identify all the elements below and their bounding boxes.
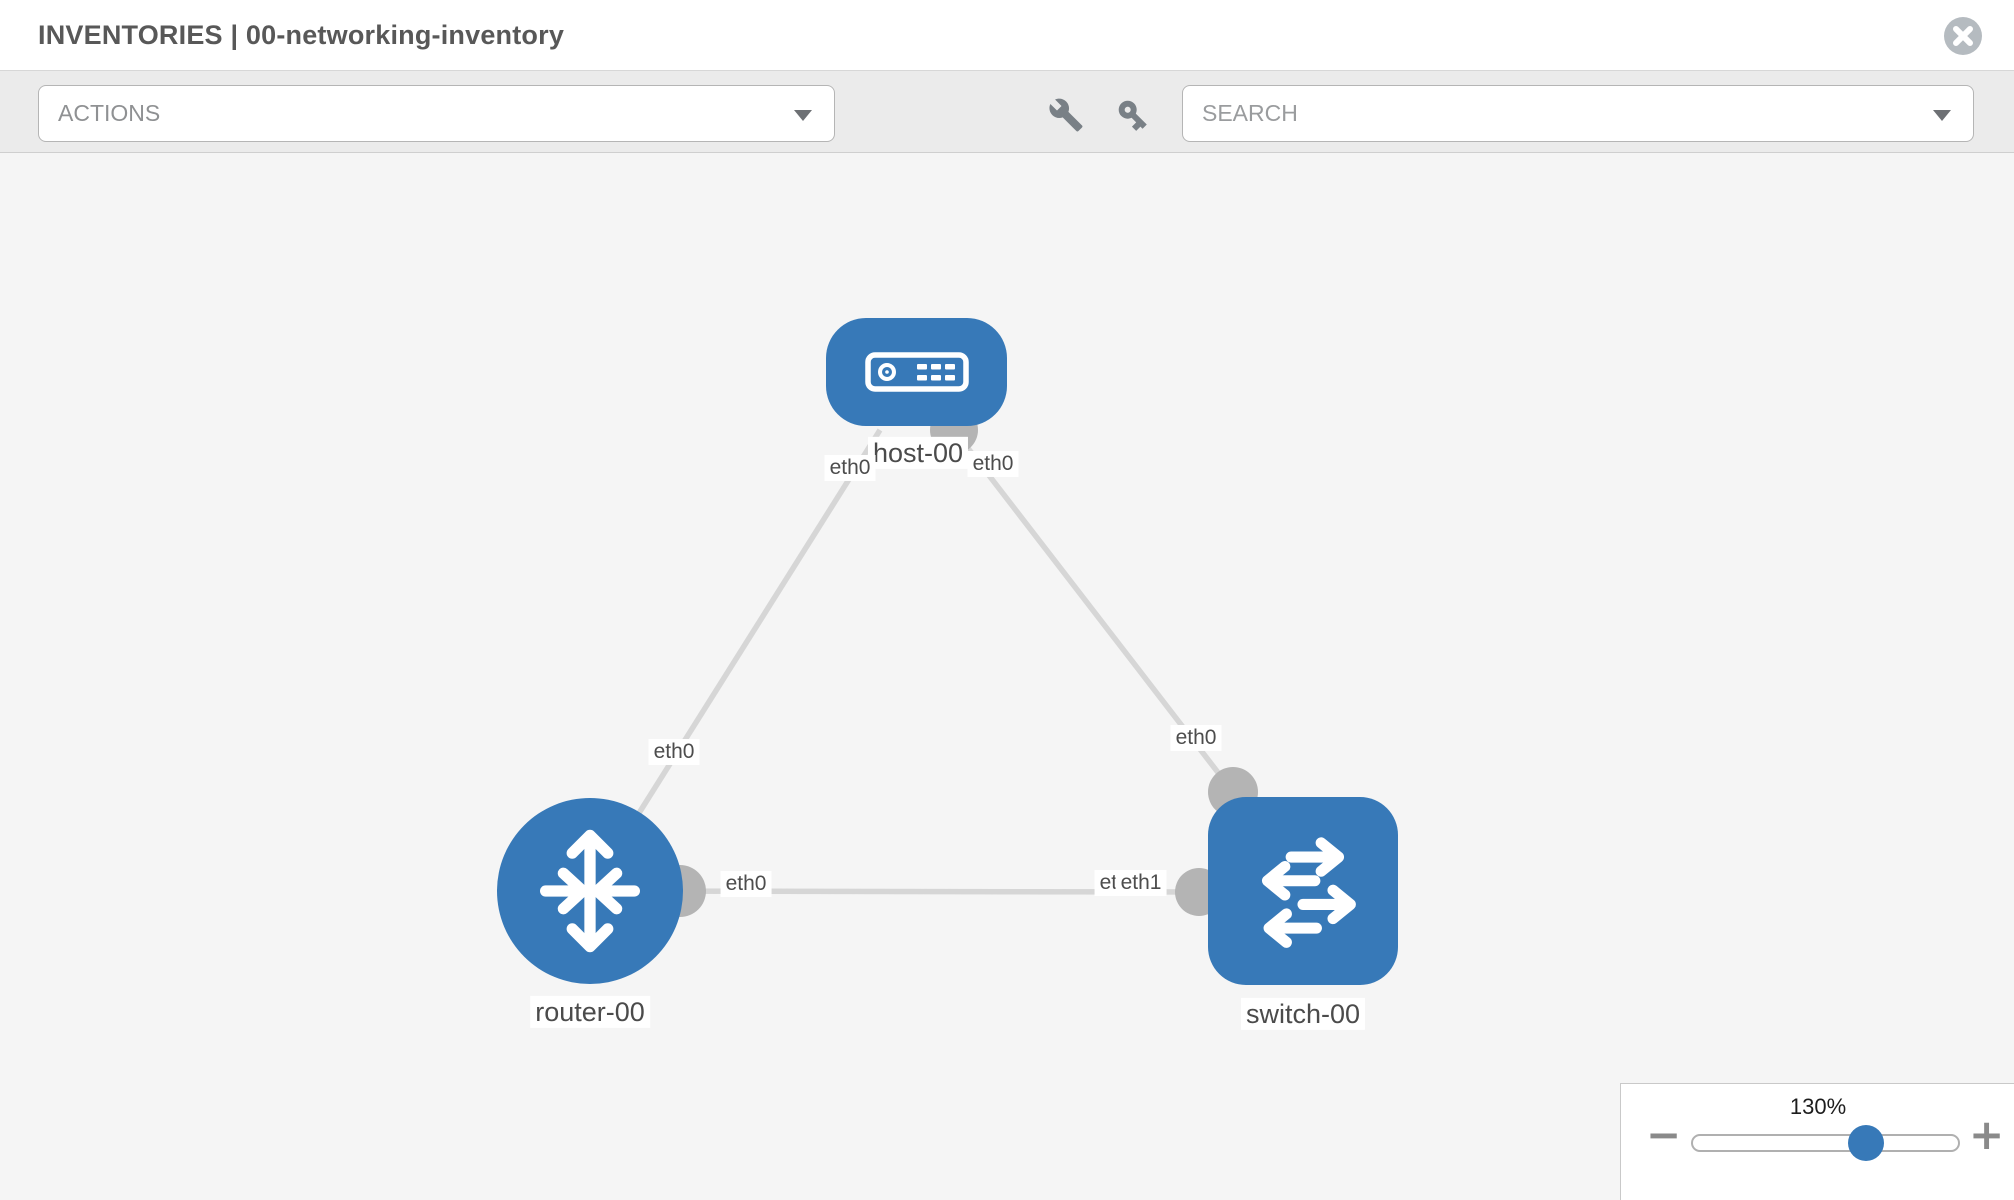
wrench-icon: [1049, 98, 1083, 132]
zoom-slider-handle[interactable]: [1848, 1125, 1884, 1161]
zoom-control-panel: 130% − +: [1620, 1083, 2014, 1200]
node-label-host: host-00: [867, 436, 969, 470]
interface-label-router-eth0: eth0: [720, 870, 772, 898]
switch-icon: [1261, 837, 1356, 948]
toolbar: ACTIONS: [0, 71, 2014, 153]
host-icon: [864, 352, 969, 392]
close-button[interactable]: [1943, 16, 1983, 56]
router-icon: [540, 829, 640, 953]
credentials-button[interactable]: [1115, 97, 1151, 133]
interface-label-switch-eth0: eth0: [1170, 724, 1222, 752]
topology-canvas[interactable]: host-00 router-00 switch-00 eth0 eth0 et…: [0, 153, 2014, 1200]
node-label-router: router-00: [530, 995, 650, 1029]
node-switch-00[interactable]: [1208, 797, 1398, 985]
search-dropdown[interactable]: [1182, 85, 1974, 142]
node-host-00[interactable]: [826, 318, 1007, 426]
page-title: INVENTORIES | 00-networking-inventory: [38, 20, 565, 50]
configure-button[interactable]: [1048, 97, 1084, 133]
chevron-down-icon: [794, 110, 812, 121]
node-label-switch: switch-00: [1240, 997, 1366, 1031]
search-input[interactable]: [1202, 86, 1902, 140]
topology-links-layer: [587, 406, 1258, 917]
zoom-slider-track[interactable]: [1691, 1125, 1960, 1161]
chevron-down-icon: [1933, 110, 1951, 121]
zoom-out-button[interactable]: −: [1646, 1110, 1682, 1159]
zoom-in-button[interactable]: +: [1969, 1110, 2005, 1159]
interface-label-router-eth0-uplink: eth0: [648, 738, 700, 766]
interface-label-host-eth0-left: eth0: [824, 454, 876, 482]
actions-dropdown[interactable]: ACTIONS: [38, 85, 835, 142]
close-icon: [1944, 17, 1982, 55]
actions-dropdown-label: ACTIONS: [58, 100, 161, 126]
header: INVENTORIES | 00-networking-inventory: [0, 0, 2014, 71]
node-router-00[interactable]: [497, 798, 683, 984]
interface-label-switch-eth1: eth1: [1115, 869, 1167, 897]
zoom-level-value: 130%: [1789, 1094, 1847, 1119]
interface-label-host-eth0-right: eth0: [967, 450, 1019, 478]
key-icon: [1118, 100, 1147, 131]
